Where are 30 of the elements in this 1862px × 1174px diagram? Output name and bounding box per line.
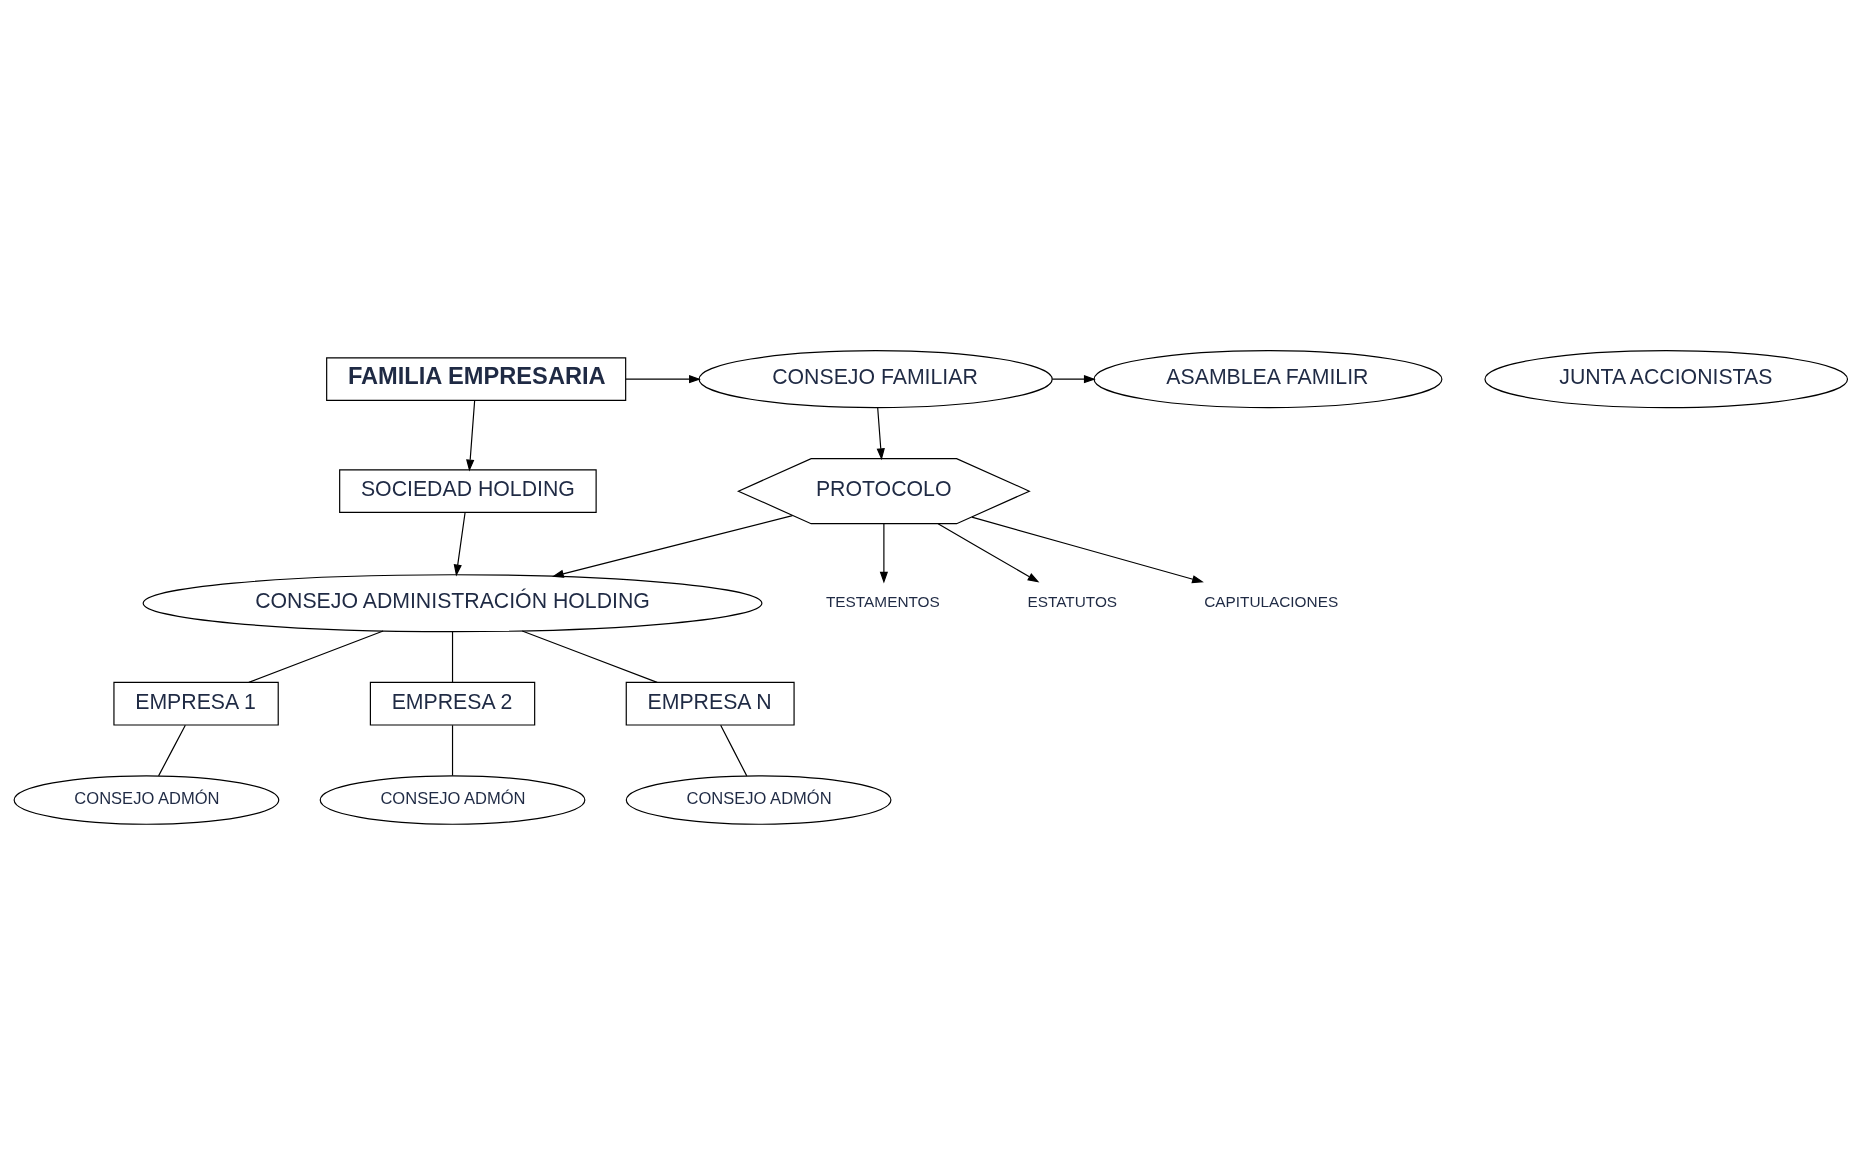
arrow xyxy=(453,511,466,576)
node-text: TESTAMENTOS xyxy=(825,592,940,610)
connector xyxy=(720,724,748,776)
connector xyxy=(158,724,186,776)
node-ellipse: ASAMBLEA FAMILIR xyxy=(1093,349,1443,408)
arrow xyxy=(876,406,885,460)
node-text: ESTATUTOS xyxy=(1027,592,1118,610)
arrow xyxy=(971,516,1204,583)
node-ellipse: CONSEJO ADMINISTRACIÓN HOLDING xyxy=(142,573,763,632)
node-ellipse: CONSEJO ADMÓN xyxy=(625,774,892,825)
node-box: SOCIEDAD HOLDING xyxy=(339,468,597,513)
node-ellipse: CONSEJO FAMILIAR xyxy=(698,349,1053,408)
connector xyxy=(521,629,658,683)
arrow xyxy=(879,523,889,584)
node-ellipse: CONSEJO ADMÓN xyxy=(319,774,586,825)
node-box: FAMILIA EMPRESARIA xyxy=(326,356,627,401)
arrow xyxy=(551,514,793,578)
arrow xyxy=(466,399,476,471)
node-ellipse: JUNTA ACCIONISTAS xyxy=(1484,349,1849,408)
arrow xyxy=(1051,374,1096,383)
arrow xyxy=(937,522,1040,583)
node-box: EMPRESA 2 xyxy=(369,681,536,726)
connector xyxy=(248,629,384,683)
node-box: EMPRESA 1 xyxy=(113,681,279,726)
connector xyxy=(451,630,454,683)
node-ellipse: CONSEJO ADMÓN xyxy=(13,774,280,825)
connector xyxy=(451,724,454,776)
node-box: EMPRESA N xyxy=(625,681,795,726)
node-text: CAPITULACIONES xyxy=(1204,592,1339,610)
arrow xyxy=(625,374,701,383)
